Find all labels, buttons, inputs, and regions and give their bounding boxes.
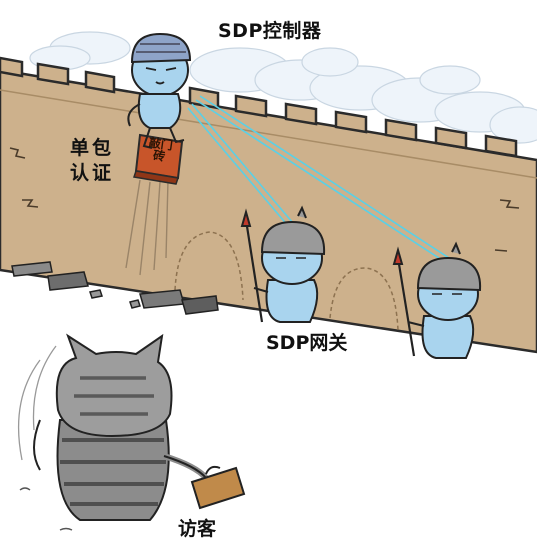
broken-bricks: [11, 261, 219, 315]
auth-label-line-1: 单包: [70, 137, 115, 159]
motion-arcs: [17, 345, 57, 461]
knock-brick: [133, 133, 184, 185]
auth-label-line-2: 认证: [70, 162, 115, 184]
ground-marks: [19, 487, 73, 531]
visitor-label: 访客: [178, 518, 217, 540]
controller-label: SDP控制器: [218, 20, 322, 42]
clouds: [29, 31, 537, 144]
brick-text: 敲门 砖: [141, 135, 180, 165]
wall-arches: [174, 231, 399, 331]
gateway-label: SDP网关: [266, 332, 348, 354]
briefcase-icon: [190, 465, 246, 510]
visitor-cat: [33, 333, 209, 521]
gateway-guard-1: [240, 205, 326, 323]
gateway-guard-2: [392, 241, 482, 359]
single-packet-auth-label: 单包 认证: [70, 136, 114, 186]
controller-character: [127, 32, 192, 149]
control-links: [187, 95, 450, 263]
speed-lines: [125, 179, 169, 276]
wall-cracks: [9, 147, 520, 252]
